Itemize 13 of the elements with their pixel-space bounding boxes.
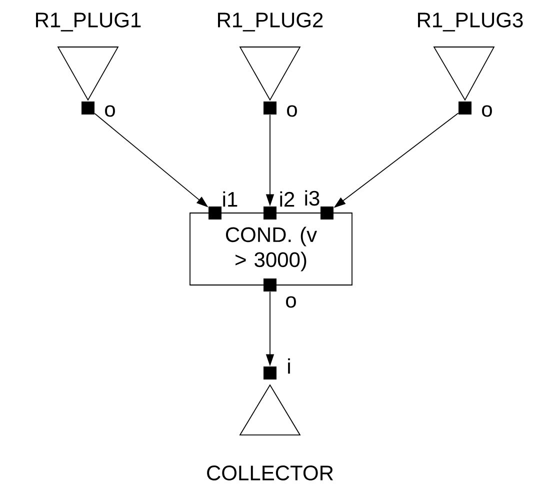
condition-box: COND. (v > 3000): [190, 212, 352, 286]
port-label: o: [105, 105, 115, 117]
port-label: i: [288, 358, 290, 374]
port-label: i2: [280, 191, 294, 207]
node-label: R1_PLUG3: [418, 12, 523, 32]
node-label: R1_PLUG1: [36, 12, 141, 32]
port-label: i1: [223, 191, 238, 207]
node-label: R1_PLUG2: [218, 12, 323, 32]
port-label: o: [286, 296, 296, 308]
port-label: i3: [305, 190, 320, 206]
port-label: o: [482, 105, 492, 117]
port-label: o: [287, 105, 297, 117]
node-label: COLLECTOR: [207, 466, 334, 480]
